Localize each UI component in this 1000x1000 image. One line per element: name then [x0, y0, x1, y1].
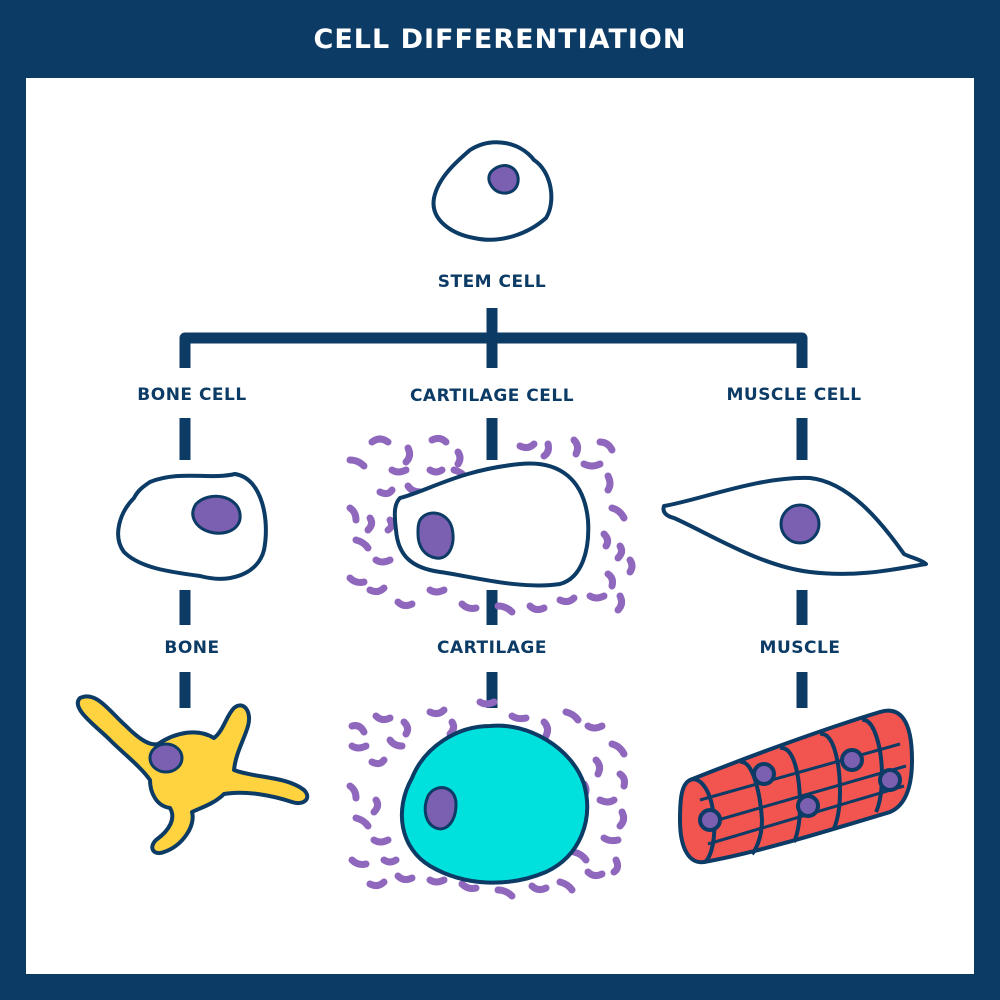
muscle-nucleus	[752, 762, 776, 786]
branch-bar-line	[179, 332, 808, 368]
cartilage-label: CARTILAGE	[437, 638, 547, 658]
muscle-cell-label: MUSCLE CELL	[726, 385, 862, 405]
muscle-nucleus	[698, 808, 722, 832]
muscle-cell-nucleus	[779, 503, 821, 545]
bone-nucleus	[148, 742, 184, 774]
cartilage-illustration	[399, 723, 590, 885]
cartilage-cell-label: CARTILAGE CELL	[409, 386, 575, 406]
muscle-illustration	[678, 708, 914, 865]
bone-illustration	[75, 694, 310, 855]
cartilage-nucleus	[423, 786, 458, 831]
bone-label: BONE	[164, 638, 220, 658]
cartilage-matrix	[346, 698, 628, 900]
muscle-nucleus	[796, 794, 820, 818]
muscle-cell-illustration	[661, 475, 928, 576]
bone-cell-nucleus	[191, 494, 242, 535]
muscle-label: MUSCLE	[759, 638, 841, 658]
muscle-nucleus	[840, 748, 864, 772]
bone-cell-label: BONE CELL	[137, 385, 247, 405]
diagram-title: CELL DIFFERENTIATION	[0, 0, 1000, 78]
bone-cell-illustration	[116, 471, 268, 581]
stem-cell-illustration	[431, 140, 554, 242]
stem-cell-label: STEM CELL	[437, 272, 547, 292]
connector-lines	[179, 308, 808, 708]
cartilage-cell-matrix	[346, 434, 636, 616]
cartilage-cell-illustration	[392, 461, 591, 588]
stem-cell-nucleus	[487, 164, 520, 195]
muscle-nucleus	[878, 768, 902, 792]
cartilage-cell-nucleus	[416, 511, 455, 560]
